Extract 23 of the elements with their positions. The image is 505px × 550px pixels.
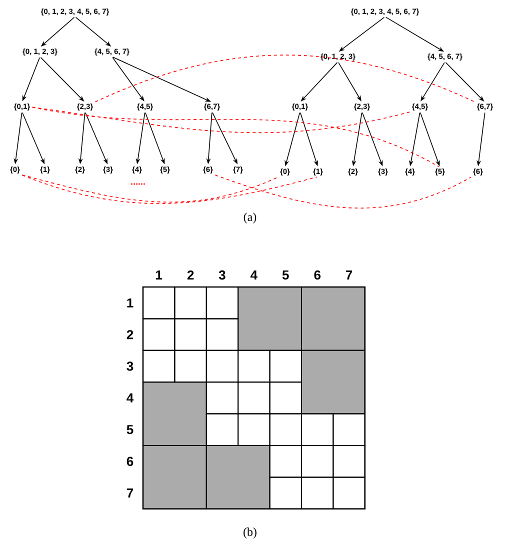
- axis-number: 1: [156, 270, 162, 280]
- axis-number: 2: [126, 330, 134, 340]
- axis-number: 3: [218, 270, 226, 280]
- axis-number: 4: [126, 393, 134, 402]
- axis-number: 3: [126, 362, 134, 371]
- axis-number: 2: [187, 270, 194, 280]
- ellipsis: ......: [131, 183, 145, 185]
- connector: [32, 106, 410, 134]
- caption: (a): [244, 212, 256, 224]
- caption: (b): [244, 528, 256, 538]
- axis-number: 7: [346, 270, 352, 280]
- connector: [94, 54, 476, 102]
- axis-number: 5: [282, 270, 289, 280]
- axis-number: 6: [314, 270, 321, 280]
- connector: [22, 174, 278, 203]
- axis-number: 4: [250, 270, 258, 280]
- axis-number: 1: [127, 298, 134, 308]
- connector: [22, 174, 318, 204]
- axis-number: 5: [126, 425, 134, 434]
- axis-number: 7: [126, 488, 134, 498]
- connector: [32, 106, 440, 168]
- connector: [214, 174, 472, 208]
- axis-number: 6: [126, 456, 134, 466]
